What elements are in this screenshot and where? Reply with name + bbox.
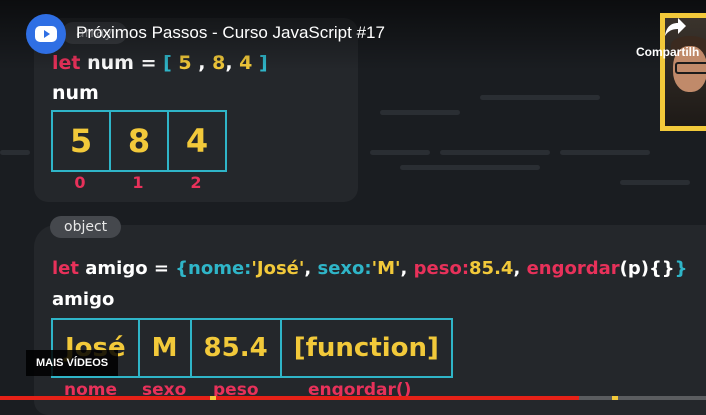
chapter-marker — [210, 396, 216, 400]
object-card — [34, 225, 706, 415]
object-close-brace: } — [674, 258, 688, 279]
let-keyword: let — [52, 258, 79, 279]
object-var-name: amigo = — [78, 258, 176, 279]
array-cell: 4 — [185, 122, 209, 160]
webcam-overlay — [660, 13, 706, 131]
object-key-label: peso — [213, 380, 259, 400]
array-index: 2 — [190, 173, 202, 192]
channel-play-icon — [35, 26, 57, 42]
object-separator: , — [513, 258, 527, 279]
array-cell: 8 — [111, 112, 169, 170]
object-method-name: engordar — [526, 258, 620, 279]
array-label: num — [52, 82, 99, 104]
object-key-label: engordar() — [308, 380, 412, 400]
object-cell: M — [140, 320, 192, 376]
chapter-marker — [612, 396, 618, 400]
object-method-body: (p){} — [619, 258, 675, 279]
object-value: 'M' — [371, 258, 401, 279]
object-label: amigo — [52, 289, 115, 310]
player-title-bar — [0, 0, 706, 70]
object-separator: , — [304, 258, 318, 279]
array-cells: 5 8 4 — [51, 110, 227, 172]
object-open-brace: { — [175, 258, 189, 279]
object-cell: [function] — [293, 333, 439, 363]
array-index: 1 — [132, 173, 144, 192]
channel-logo[interactable] — [26, 14, 66, 54]
progress-fill[interactable] — [0, 396, 579, 400]
object-code-line: let amigo = {nome:'José', sexo:'M', peso… — [52, 258, 687, 279]
webcam-image — [665, 18, 706, 126]
array-cell: 5 — [53, 112, 111, 170]
object-cell: 85.4 — [192, 320, 282, 376]
object-key: sexo: — [317, 258, 372, 279]
code-background — [0, 95, 690, 185]
object-key: peso: — [413, 258, 470, 279]
video-title[interactable]: Próximos Passos - Curso JavaScript #17 — [76, 23, 385, 42]
object-separator: , — [400, 258, 414, 279]
object-pill: object — [50, 216, 122, 238]
more-videos-button[interactable]: MAIS VÍDEOS — [26, 350, 119, 376]
object-key-label: sexo — [142, 380, 187, 400]
array-index: 0 — [74, 173, 86, 192]
object-key-label: nome — [64, 380, 118, 400]
object-key: nome: — [188, 258, 252, 279]
object-value: 85.4 — [469, 258, 514, 279]
share-button-label[interactable]: Compartilh — [636, 45, 700, 59]
object-value: 'José' — [251, 258, 305, 279]
share-icon[interactable] — [664, 16, 688, 38]
